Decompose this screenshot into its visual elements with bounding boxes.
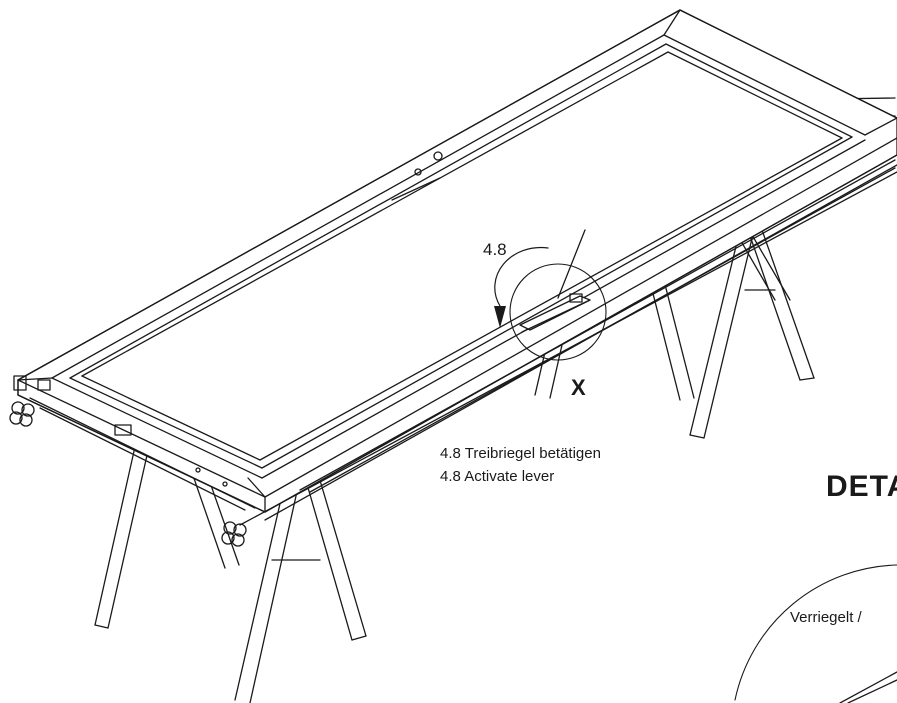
caption-english: 4.8 Activate lever (440, 468, 555, 485)
detail-view-circle (734, 564, 897, 703)
detail-state-label: Verriegelt / (790, 609, 862, 626)
caption-german: 4.8 Treibriegel betätigen (440, 445, 601, 462)
rotation-arrow (494, 246, 549, 328)
step-number-label: 4.8 (483, 240, 507, 259)
detail-title: DETA (826, 470, 897, 503)
lever-detail (509, 229, 607, 361)
door-frame (17, 9, 897, 526)
hinge-hardware (9, 151, 443, 547)
detail-marker-label: X (571, 375, 586, 400)
